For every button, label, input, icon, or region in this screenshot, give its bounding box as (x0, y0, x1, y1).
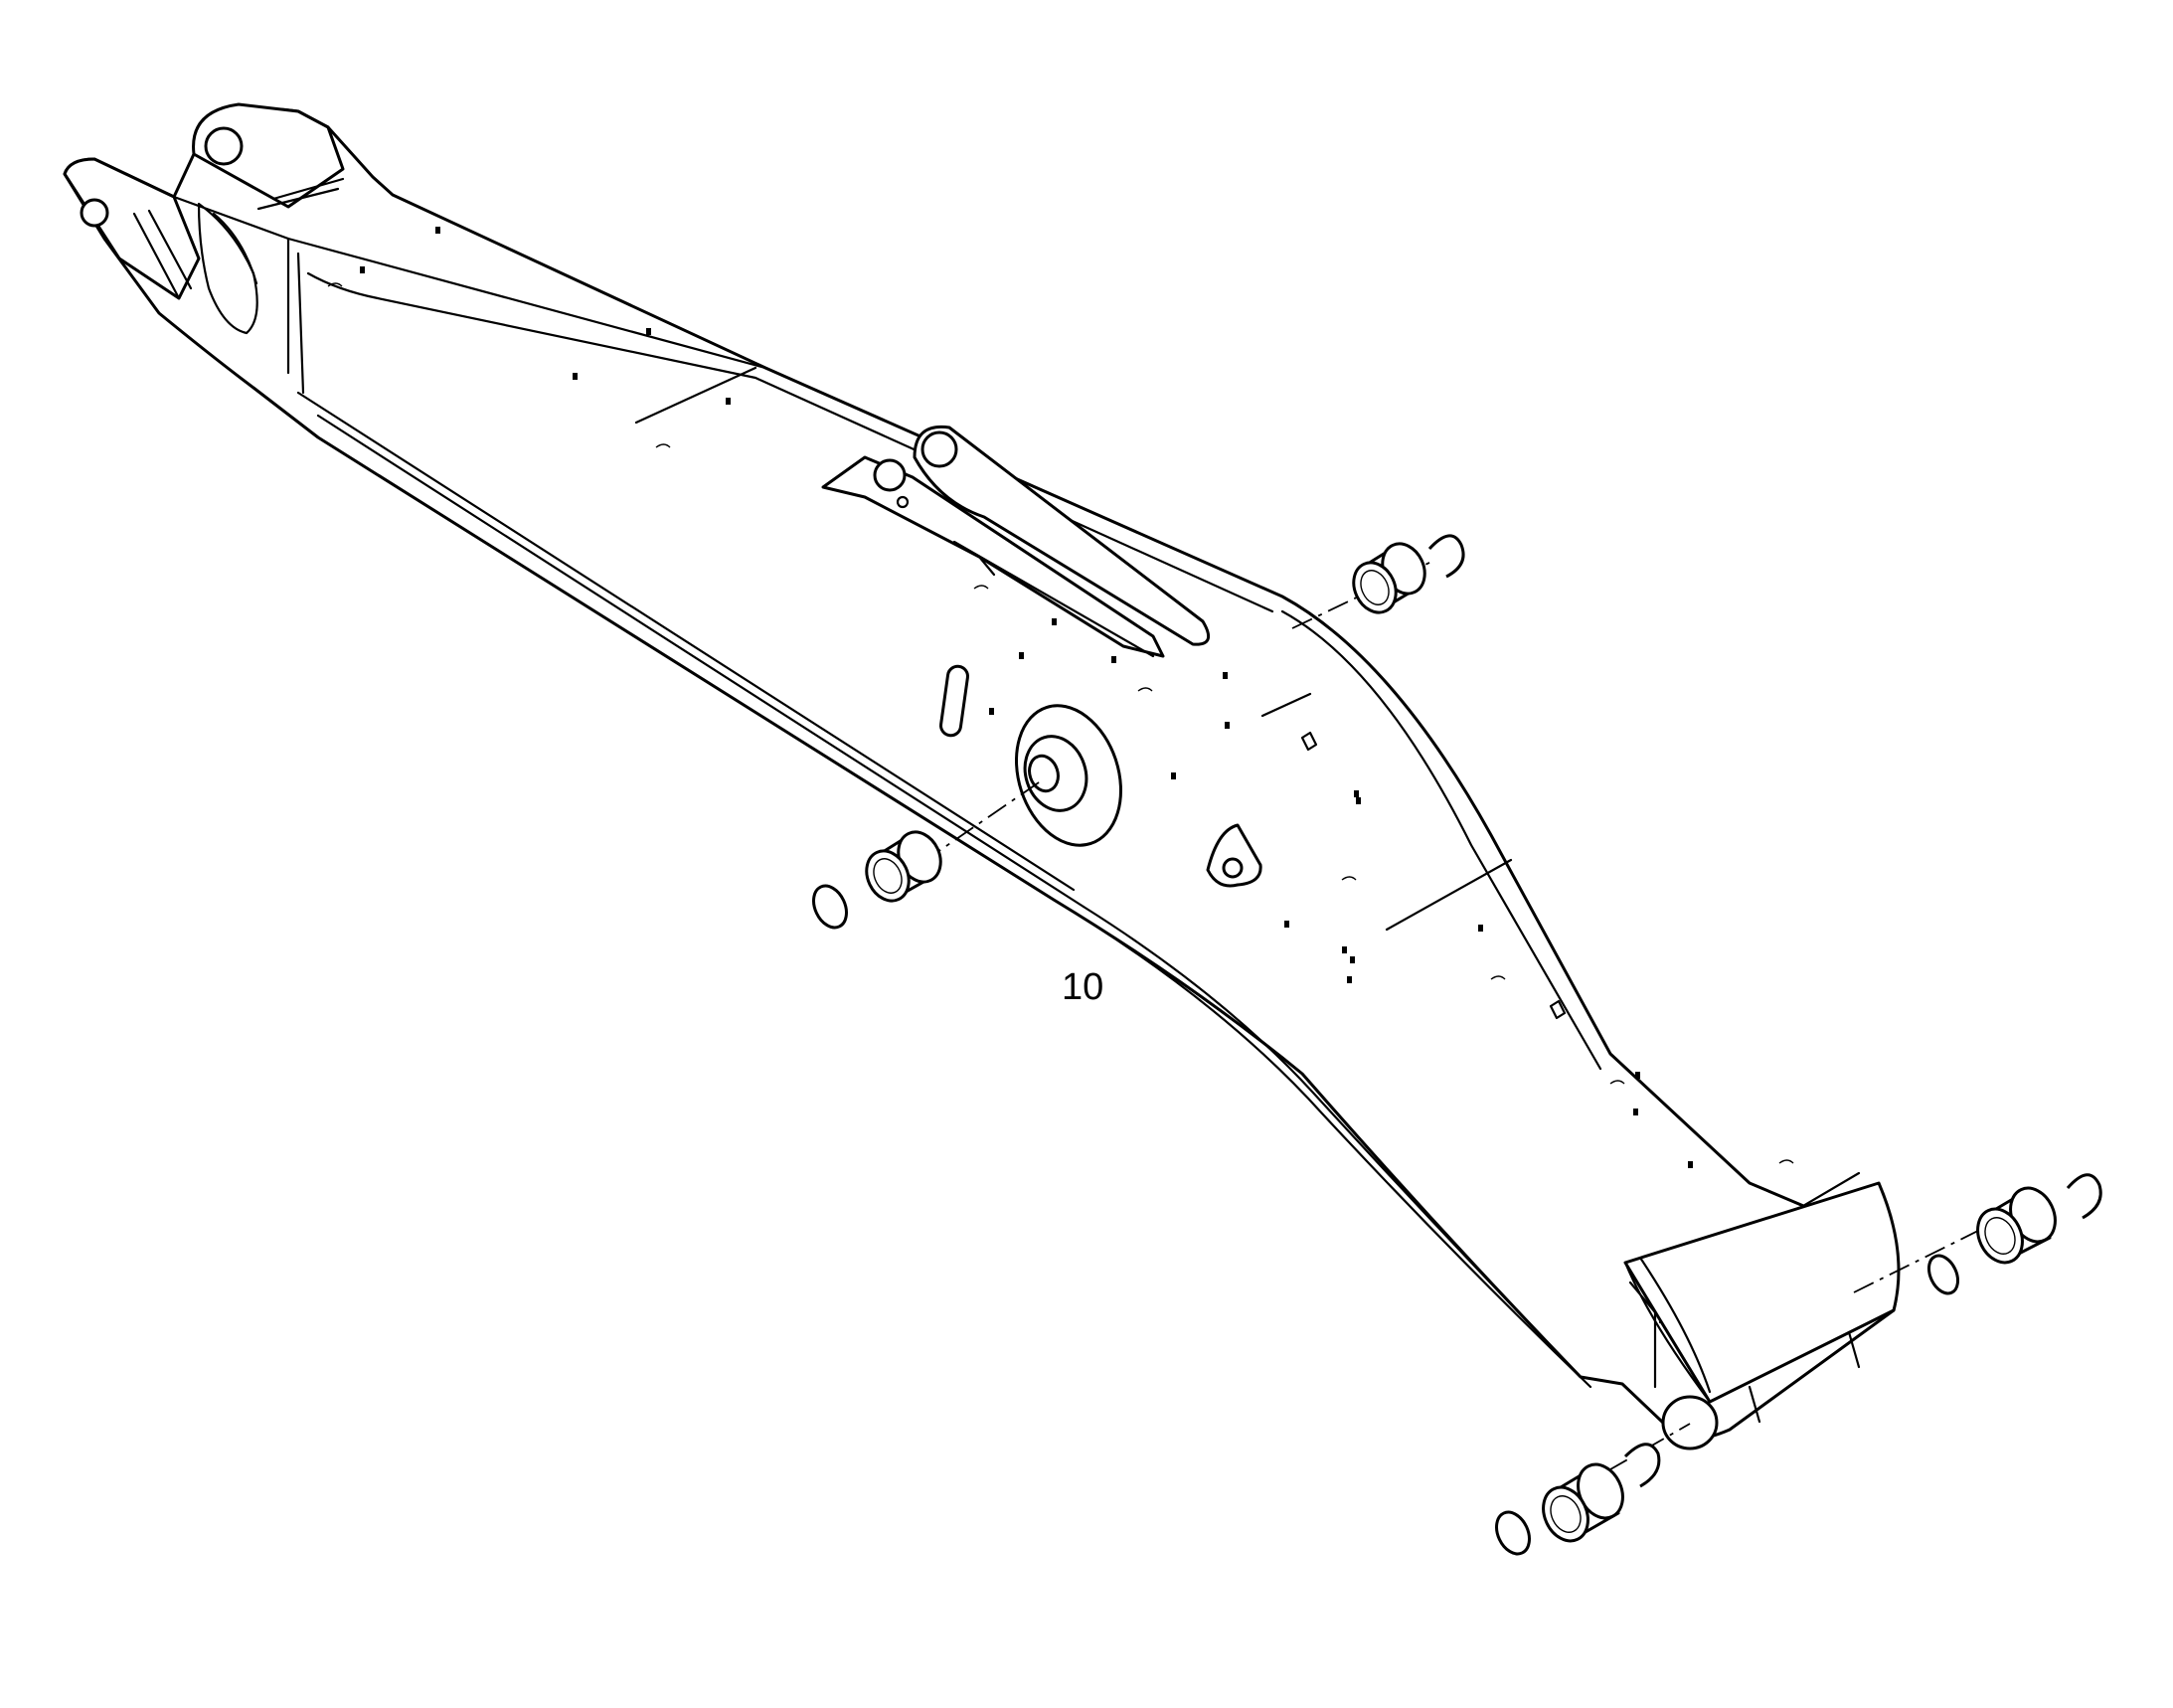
snap-ring-upper (1427, 534, 1465, 579)
snap-ring-bottom (1623, 1443, 1661, 1488)
boom-hole-dots (360, 227, 1693, 1280)
part-number-label: 10 (1062, 966, 1104, 1008)
bushing-right (1976, 1186, 2057, 1265)
cylinder-bracket (821, 425, 1211, 658)
bushing-upper (1352, 542, 1426, 614)
snap-ring-right (2066, 1173, 2102, 1220)
pivot-plate (939, 664, 1262, 888)
boom-tip (1623, 1181, 1901, 1451)
o-ring-bottom (1495, 1510, 1531, 1556)
boom-arm (63, 107, 1899, 1441)
o-ring-left (812, 884, 848, 930)
bushing-left (865, 830, 942, 903)
boom-foot-clevis (63, 102, 345, 335)
bushing-bottom (1542, 1462, 1624, 1543)
o-ring-right (1926, 1254, 1960, 1295)
